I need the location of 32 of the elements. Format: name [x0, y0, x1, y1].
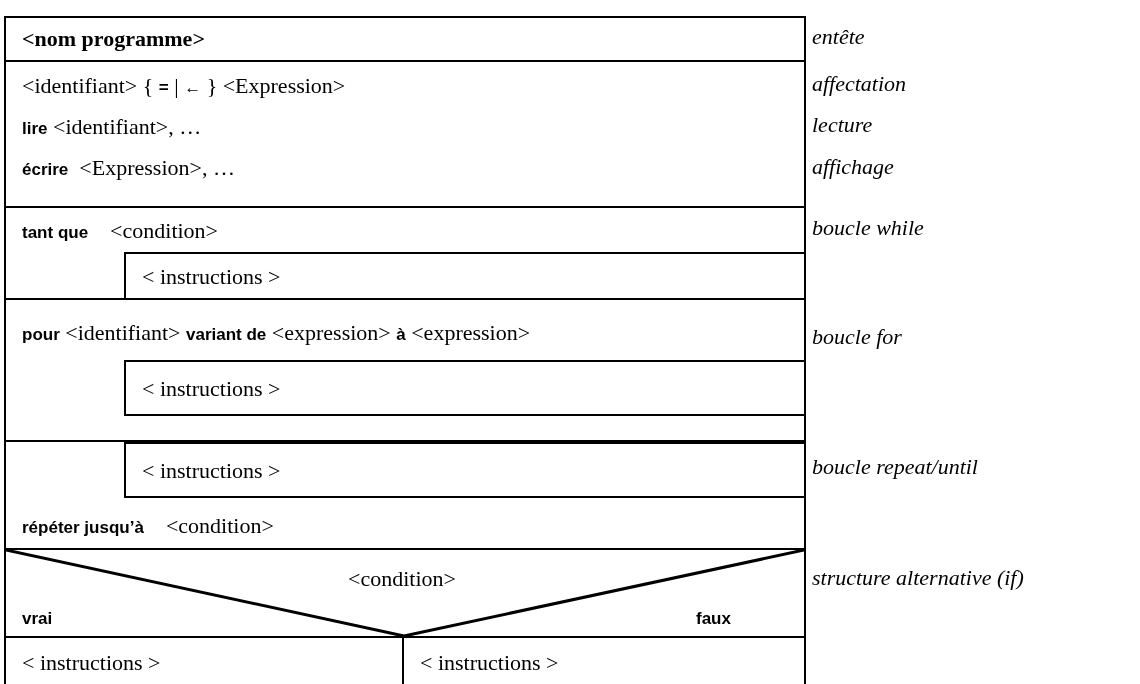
statement-text: pour <identifiant> variant de <expression> à <expression> — [22, 320, 531, 347]
statement-text: lire <identifiant>, … — [22, 114, 202, 141]
statement-text: < instructions > — [142, 264, 281, 290]
loop-body-block — [124, 360, 806, 416]
branch-label: vrai — [22, 608, 53, 630]
structure-caption: entête — [812, 24, 865, 50]
structure-caption: affichage — [812, 154, 894, 180]
statement-text: <condition> — [348, 566, 456, 592]
for-loop-block — [4, 298, 806, 442]
while-loop-block — [4, 206, 806, 300]
statement-text: < instructions > — [142, 376, 281, 402]
statement-text: <identifiant> { = | ← } <Expression> — [22, 73, 346, 100]
structure-caption: structure alternative (if) — [812, 565, 1024, 591]
loop-body-block — [124, 442, 806, 498]
structure-caption: boucle while — [812, 215, 924, 241]
statement-text: écrire <Expression>, … — [22, 155, 235, 182]
structure-caption: boucle repeat/until — [812, 454, 978, 480]
structure-caption: affectation — [812, 71, 907, 97]
structure-caption: boucle for — [812, 324, 902, 350]
statement-text: < instructions > — [22, 650, 161, 676]
loop-body-block — [124, 252, 806, 300]
statement-text: < instructions > — [142, 458, 281, 484]
structure-caption: lecture — [812, 112, 873, 138]
branch-label: faux — [696, 608, 731, 630]
sequence-block — [4, 60, 806, 208]
statement-text: < instructions > — [420, 650, 559, 676]
header-block — [4, 16, 806, 62]
program-name: <nom programme> — [22, 26, 205, 52]
if-block — [4, 548, 806, 684]
repeat-loop-block — [4, 440, 806, 550]
statement-text: tant que <condition> — [22, 218, 219, 245]
statement-text: répéter jusqu’à <condition> — [22, 513, 274, 540]
